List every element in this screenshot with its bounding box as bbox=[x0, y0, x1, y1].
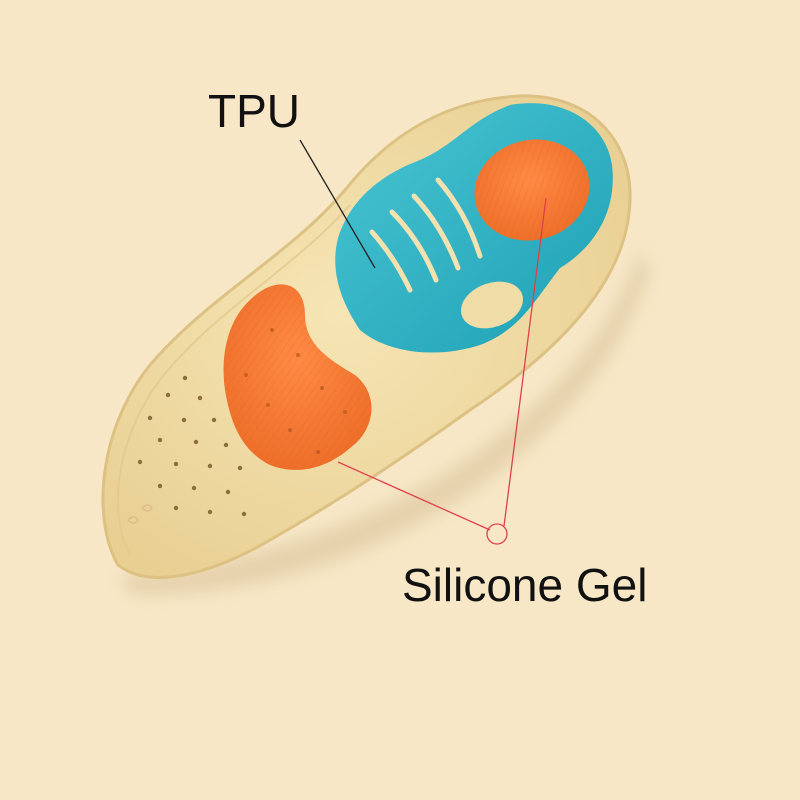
tpu-ribs bbox=[369, 177, 483, 293]
insole-rim bbox=[116, 204, 351, 556]
insole-shadow bbox=[120, 250, 650, 596]
tpu-callout-line bbox=[299, 139, 376, 269]
gel-forefoot-texture bbox=[223, 284, 372, 470]
size-emboss bbox=[127, 504, 153, 524]
gel-dimples bbox=[244, 328, 347, 454]
tpu-label: TPU bbox=[208, 85, 300, 137]
vent-holes bbox=[137, 375, 247, 517]
gel-heel-texture bbox=[474, 139, 590, 241]
gel-callout-lines bbox=[337, 197, 547, 545]
silicone-gel-label: Silicone Gel bbox=[402, 559, 648, 611]
tpu-cutout bbox=[461, 281, 523, 329]
